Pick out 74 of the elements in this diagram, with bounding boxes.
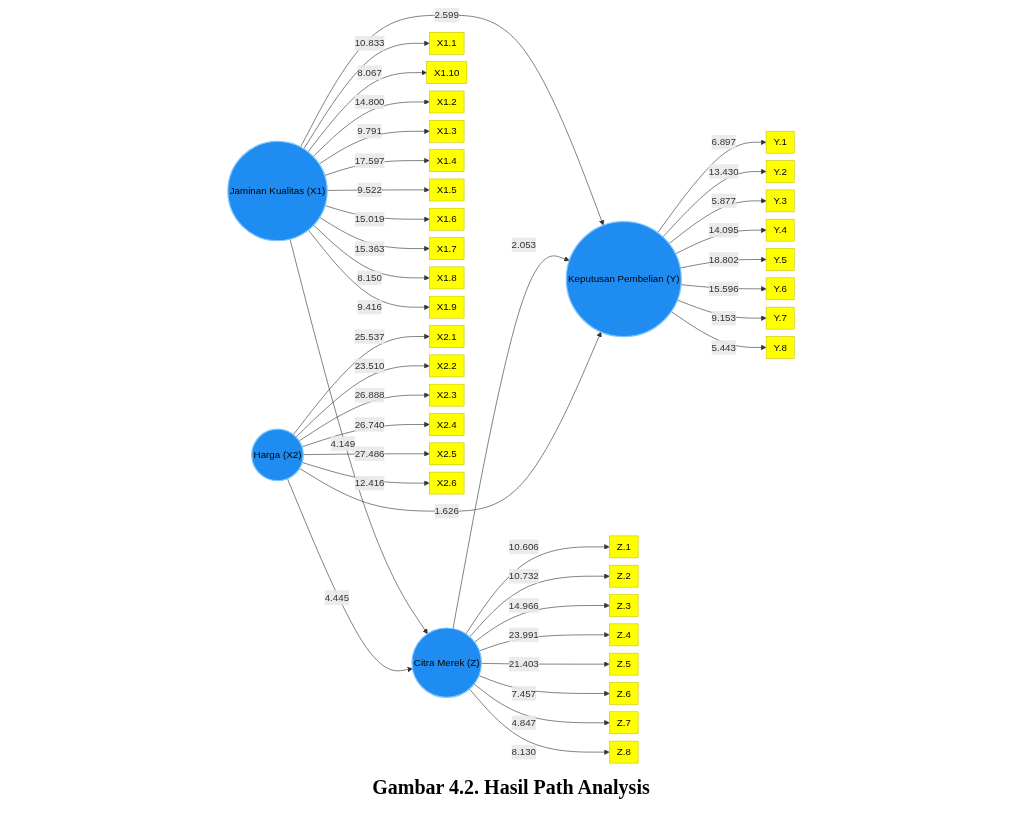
edge-label: 4.445 [324,591,350,602]
edge-label: 10.833 [354,37,385,48]
edge-label: 9.522 [357,183,382,195]
edge-label: 4.149 [330,437,356,448]
node-box: Y.3 [765,189,795,212]
node-box: Y.6 [765,277,795,300]
node-box: Z.3 [609,593,639,617]
edge-label: 8.067 [357,66,382,78]
edge-label: 15.363 [354,242,385,253]
edge-label: 7.457 [511,687,536,698]
node-box: X2.3 [428,383,465,406]
node-box: Y.8 [765,335,795,359]
node-circle: Jaminan Kualitas (X1) [227,140,328,241]
edge-label: 5.443 [711,341,736,352]
figure-caption: Gambar 4.2. Hasil Path Analysis [371,776,651,799]
node-box: Y.7 [765,306,795,329]
edge-label: 23.991 [508,628,539,640]
edge-label: 6.897 [711,136,736,147]
edge-label: 9.791 [357,125,382,136]
edge-label: 8.150 [357,271,382,283]
edge-label: 15.019 [354,213,385,224]
node-box: Y.5 [765,247,795,271]
edge-label: 2.053 [511,238,536,250]
edge-label: 14.966 [508,599,539,610]
edge-label: 27.486 [354,447,385,459]
edge-label: 21.403 [508,658,539,669]
node-box: X1.5 [428,178,465,201]
node-box: Y.4 [765,218,795,241]
edge-label: 26.888 [354,389,385,400]
node-box: X2.5 [428,442,465,465]
edge-label: 26.740 [354,418,385,429]
node-box: X2.6 [428,471,465,494]
edge-label: 2.599 [434,9,459,20]
edge-label: 15.596 [708,282,739,294]
node-box: Z.1 [609,535,639,558]
edge-label: 4.847 [511,716,536,728]
node-box: X1.3 [428,119,465,143]
node-box: X2.4 [428,412,465,436]
node-box: X1.1 [428,31,465,55]
node-box: Z.7 [609,711,639,734]
edge-label: 10.732 [508,570,539,581]
node-box: Z.4 [609,623,639,646]
edge-label: 18.802 [708,253,739,264]
node-box: X2.1 [428,324,465,348]
edge-label: 8.130 [511,746,536,757]
edge-label: 9.153 [711,312,736,323]
node-box: Y.1 [765,130,795,154]
edge-label: 14.800 [354,95,385,107]
node-box: X1.10 [426,60,468,84]
node-box: X1.4 [428,148,465,172]
node-circle: Harga (X2) [251,428,304,481]
node-circle: Citra Merek (Z) [411,626,482,698]
edge-label: 1.626 [434,505,459,516]
node-box: X1.7 [428,236,465,260]
edge-label: 10.606 [508,540,539,552]
node-circle: Keputusan Pembelian (Y) [565,220,682,337]
node-box: Z.2 [609,564,639,587]
edge-label: 5.877 [711,194,736,206]
edge-label: 23.510 [354,359,385,371]
node-box: Z.5 [609,652,639,675]
node-box: Z.6 [609,681,639,705]
edge-label: 25.537 [354,330,385,341]
edge-label: 14.095 [708,224,739,235]
edge-label: 13.430 [708,165,739,176]
edge-label: 17.597 [354,154,385,165]
edge-label: 12.416 [354,477,385,488]
node-box: X1.9 [428,295,465,318]
node-box: Y.2 [765,159,795,183]
node-box: X1.8 [428,266,465,289]
node-box: X2.2 [428,354,465,377]
node-box: X1.6 [428,207,465,231]
node-box: Z.8 [609,740,639,763]
node-box: X1.2 [428,90,465,113]
edge-label: 9.416 [357,301,382,312]
